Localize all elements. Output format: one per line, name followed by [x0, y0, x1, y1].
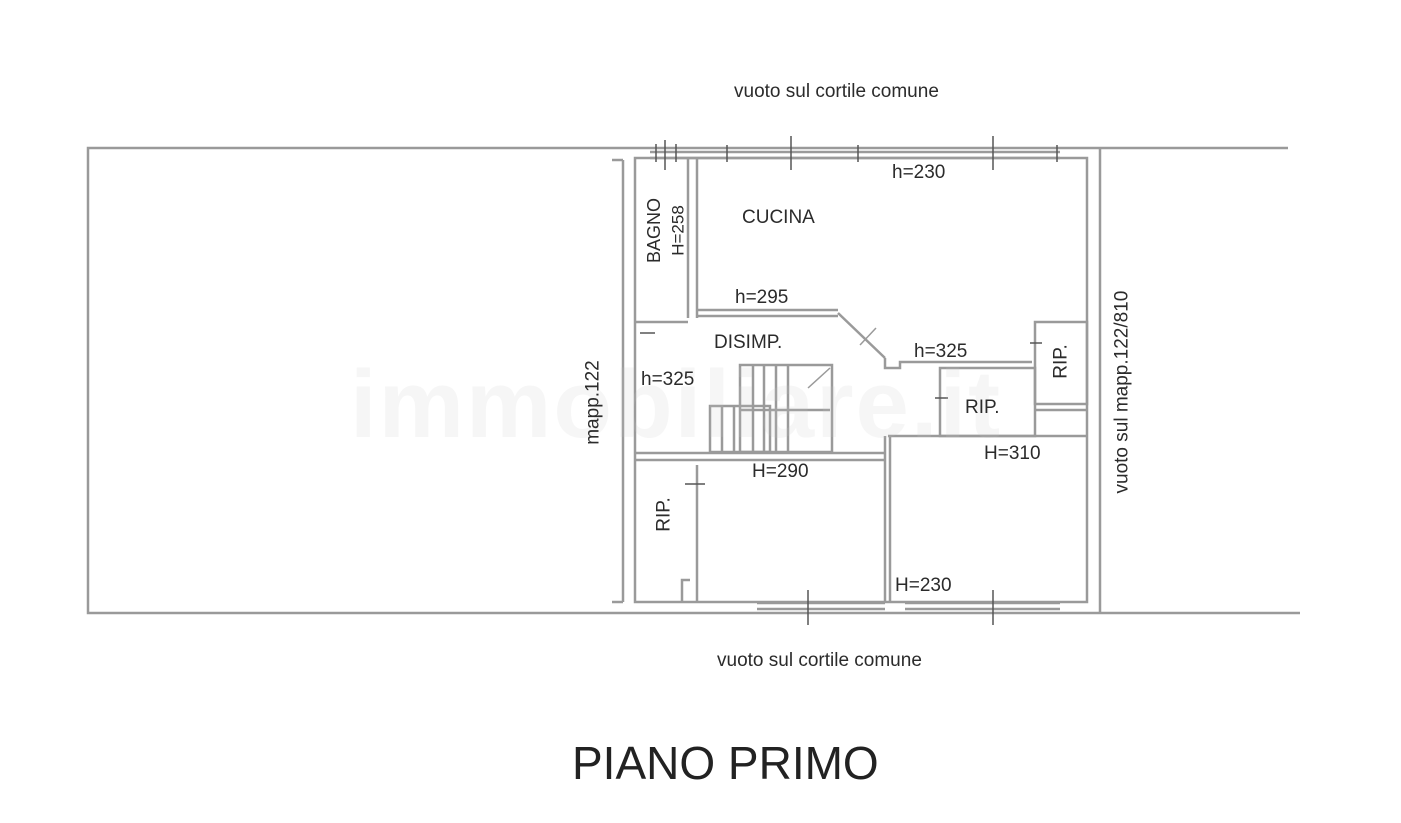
height-room-bottom-right: H=230: [895, 575, 952, 596]
right-context-label: vuoto sul mapp.122/810: [1111, 290, 1133, 494]
unit-walls: [633, 150, 1089, 611]
room-label-rip-right: RIP.: [1050, 344, 1072, 379]
height-disimp-left: h=325: [641, 369, 695, 390]
window-ticks: [640, 136, 1058, 625]
top-context-label: vuoto sul cortile comune: [734, 81, 939, 102]
height-room-bottom-left: H=290: [752, 461, 809, 482]
height-right-hall: h=325: [914, 341, 968, 362]
left-context-label: mapp.122: [582, 360, 604, 445]
room-label-disimp: DISIMP.: [714, 332, 783, 353]
room-label-rip-center: RIP.: [965, 397, 1000, 418]
plan-title: PIANO PRIMO: [572, 737, 879, 789]
room-label-cucina: CUCINA: [742, 207, 815, 228]
height-corridor-top: h=295: [735, 287, 789, 308]
room-label-rip-left: RIP.: [653, 497, 675, 532]
height-room-bottom-right-top: H=310: [984, 443, 1041, 464]
watermark: immobiliare.it: [350, 351, 1003, 458]
outer-lot-boundary: [86, 146, 1300, 615]
room-label-bagno: BAGNO: [644, 197, 664, 263]
bottom-context-label: vuoto sul cortile comune: [717, 650, 922, 671]
height-cucina-top: h=230: [892, 162, 946, 183]
room-height-bagno: H=258: [668, 205, 688, 256]
